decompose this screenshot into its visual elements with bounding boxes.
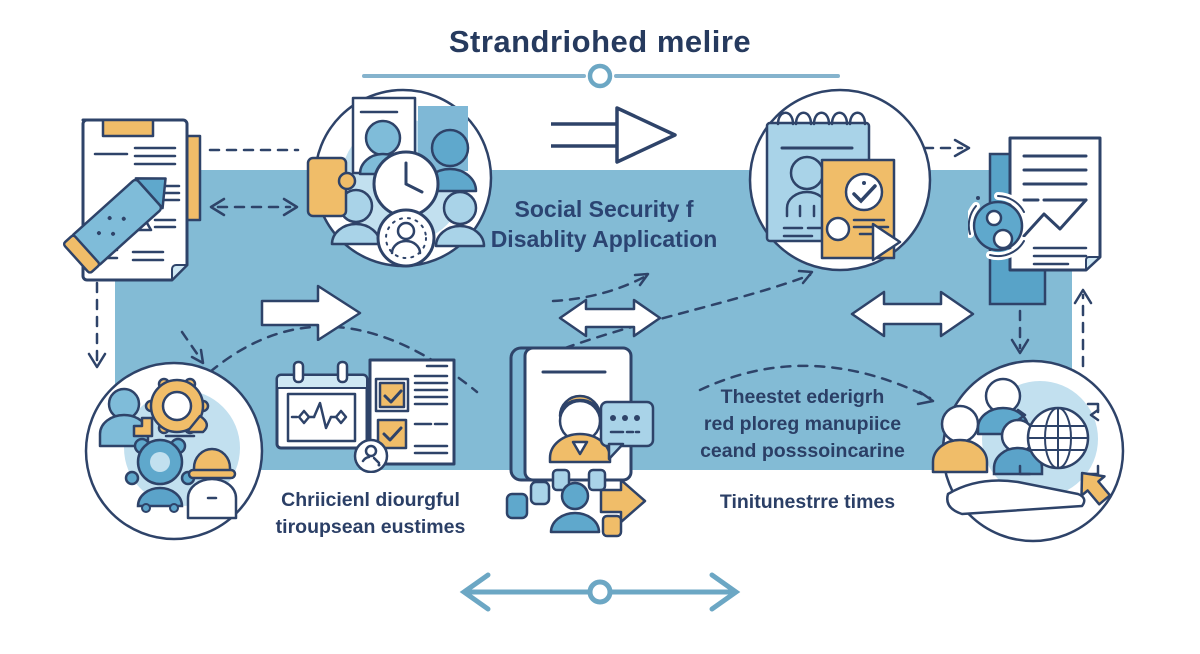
document-pencil-icon xyxy=(62,118,202,282)
caption-right-middle: Theestet ederigrh red ploreg manupiice c… xyxy=(660,384,945,465)
outline-arrow-right-icon xyxy=(551,106,677,164)
block-arrow-right-icon xyxy=(260,284,362,341)
team-globe-icon xyxy=(931,359,1125,543)
report-sync-icon xyxy=(968,136,1102,306)
caption-right-middle-line3: ceand posssoincarine xyxy=(700,440,905,462)
center-label: Social Security f Disablity Application xyxy=(470,194,738,254)
profile-book-chat-icon xyxy=(505,346,655,538)
center-label-line1: Social Security f xyxy=(514,196,694,222)
caption-bottom-right: Tinitunestrre times xyxy=(719,491,896,513)
center-label-line2: Disablity Application xyxy=(490,226,718,252)
health-checklist-icon xyxy=(275,358,456,473)
caption-right-middle-line1: Theestet ederigrh xyxy=(720,386,885,408)
caption-bottom-left: Chriicienl diourgful tiroupsean eustimes xyxy=(248,487,493,541)
bottom-double-arrow xyxy=(459,572,741,612)
block-arrow-double-center-icon xyxy=(558,298,662,338)
caption-right-middle-line2: red ploreg manupiice xyxy=(703,413,902,435)
page-title: Strandriohed melire xyxy=(448,24,752,59)
people-gear-group-icon xyxy=(84,361,264,541)
caption-bottom-left-line1: Chriicienl diourgful xyxy=(281,489,460,511)
team-clock-icon xyxy=(306,88,493,268)
profile-approved-doc-icon xyxy=(748,88,932,272)
caption-bottom-left-line2: tiroupsean eustimes xyxy=(275,516,466,538)
title-divider-line xyxy=(362,63,840,89)
block-arrow-double-right-icon xyxy=(850,290,975,338)
